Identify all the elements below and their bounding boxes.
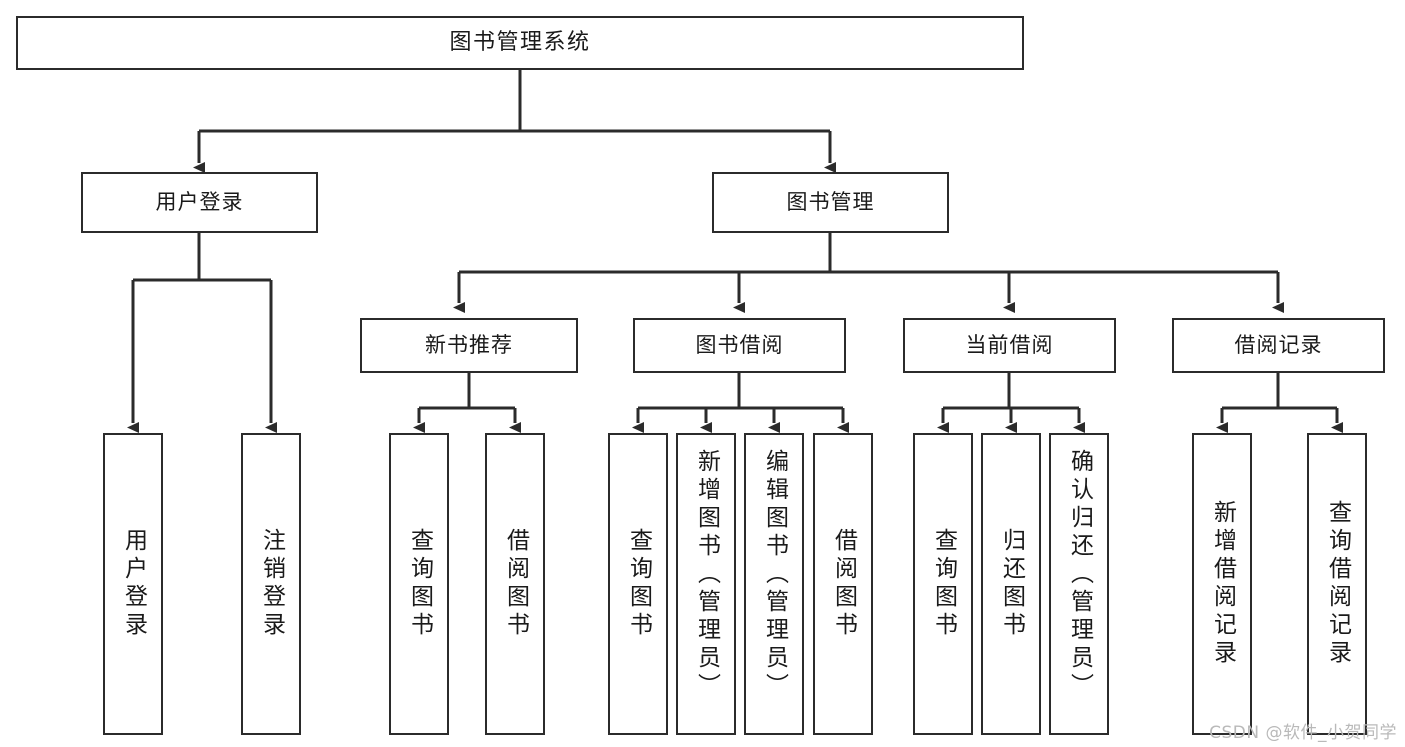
node-new-book-recommend-label: 新书推荐 (425, 333, 513, 358)
node-book-manage-label: 图书管理 (786, 190, 875, 215)
leaf-query-book-1[interactable]: 查询图书 (389, 433, 449, 735)
csdn-watermark: CSDN @软件_小贺同学 (1209, 723, 1397, 743)
leaf-add-record[interactable]: 新增借阅记录 (1192, 433, 1252, 735)
leaf-confirm-return[interactable]: 确认归还（管理员） (1049, 433, 1109, 735)
node-user-login-label: 用户登录 (155, 190, 244, 215)
leaf-add-record-label: 新增借阅记录 (1209, 500, 1236, 668)
leaf-return-book[interactable]: 归还图书 (981, 433, 1041, 735)
leaf-user-login[interactable]: 用户登录 (103, 433, 163, 735)
node-current-borrow[interactable]: 当前借阅 (903, 318, 1116, 373)
leaf-borrow-book-1[interactable]: 借阅图书 (485, 433, 545, 735)
leaf-edit-book-label: 编辑图书（管理员） (761, 449, 788, 701)
leaf-borrow-book-2-label: 借阅图书 (830, 528, 857, 640)
leaf-query-record-label: 查询借阅记录 (1324, 500, 1351, 668)
node-new-book-recommend[interactable]: 新书推荐 (360, 318, 578, 373)
node-book-borrow[interactable]: 图书借阅 (633, 318, 846, 373)
leaf-confirm-return-label: 确认归还（管理员） (1066, 449, 1093, 701)
node-root-label: 图书管理系统 (449, 30, 591, 56)
leaf-query-book-1-label: 查询图书 (406, 528, 433, 640)
leaf-return-book-label: 归还图书 (998, 528, 1025, 640)
leaf-query-book-2-label: 查询图书 (625, 528, 652, 640)
node-user-login[interactable]: 用户登录 (81, 172, 318, 233)
node-borrow-record-label: 借阅记录 (1234, 333, 1323, 358)
node-borrow-record[interactable]: 借阅记录 (1172, 318, 1385, 373)
leaf-logout-login-label: 注销登录 (258, 528, 285, 640)
node-current-borrow-label: 当前借阅 (965, 333, 1054, 358)
node-book-manage[interactable]: 图书管理 (712, 172, 949, 233)
node-root[interactable]: 图书管理系统 (16, 16, 1024, 70)
leaf-query-book-2[interactable]: 查询图书 (608, 433, 668, 735)
leaf-edit-book[interactable]: 编辑图书（管理员） (744, 433, 804, 735)
leaf-user-login-label: 用户登录 (120, 528, 147, 640)
node-book-borrow-label: 图书借阅 (695, 333, 784, 358)
leaf-borrow-book-1-label: 借阅图书 (502, 528, 529, 640)
leaf-borrow-book-2[interactable]: 借阅图书 (813, 433, 873, 735)
leaf-add-book[interactable]: 新增图书（管理员） (676, 433, 736, 735)
leaf-add-book-label: 新增图书（管理员） (693, 449, 720, 701)
leaf-query-book-3-label: 查询图书 (930, 528, 957, 640)
leaf-query-book-3[interactable]: 查询图书 (913, 433, 973, 735)
leaf-query-record[interactable]: 查询借阅记录 (1307, 433, 1367, 735)
leaf-logout-login[interactable]: 注销登录 (241, 433, 301, 735)
